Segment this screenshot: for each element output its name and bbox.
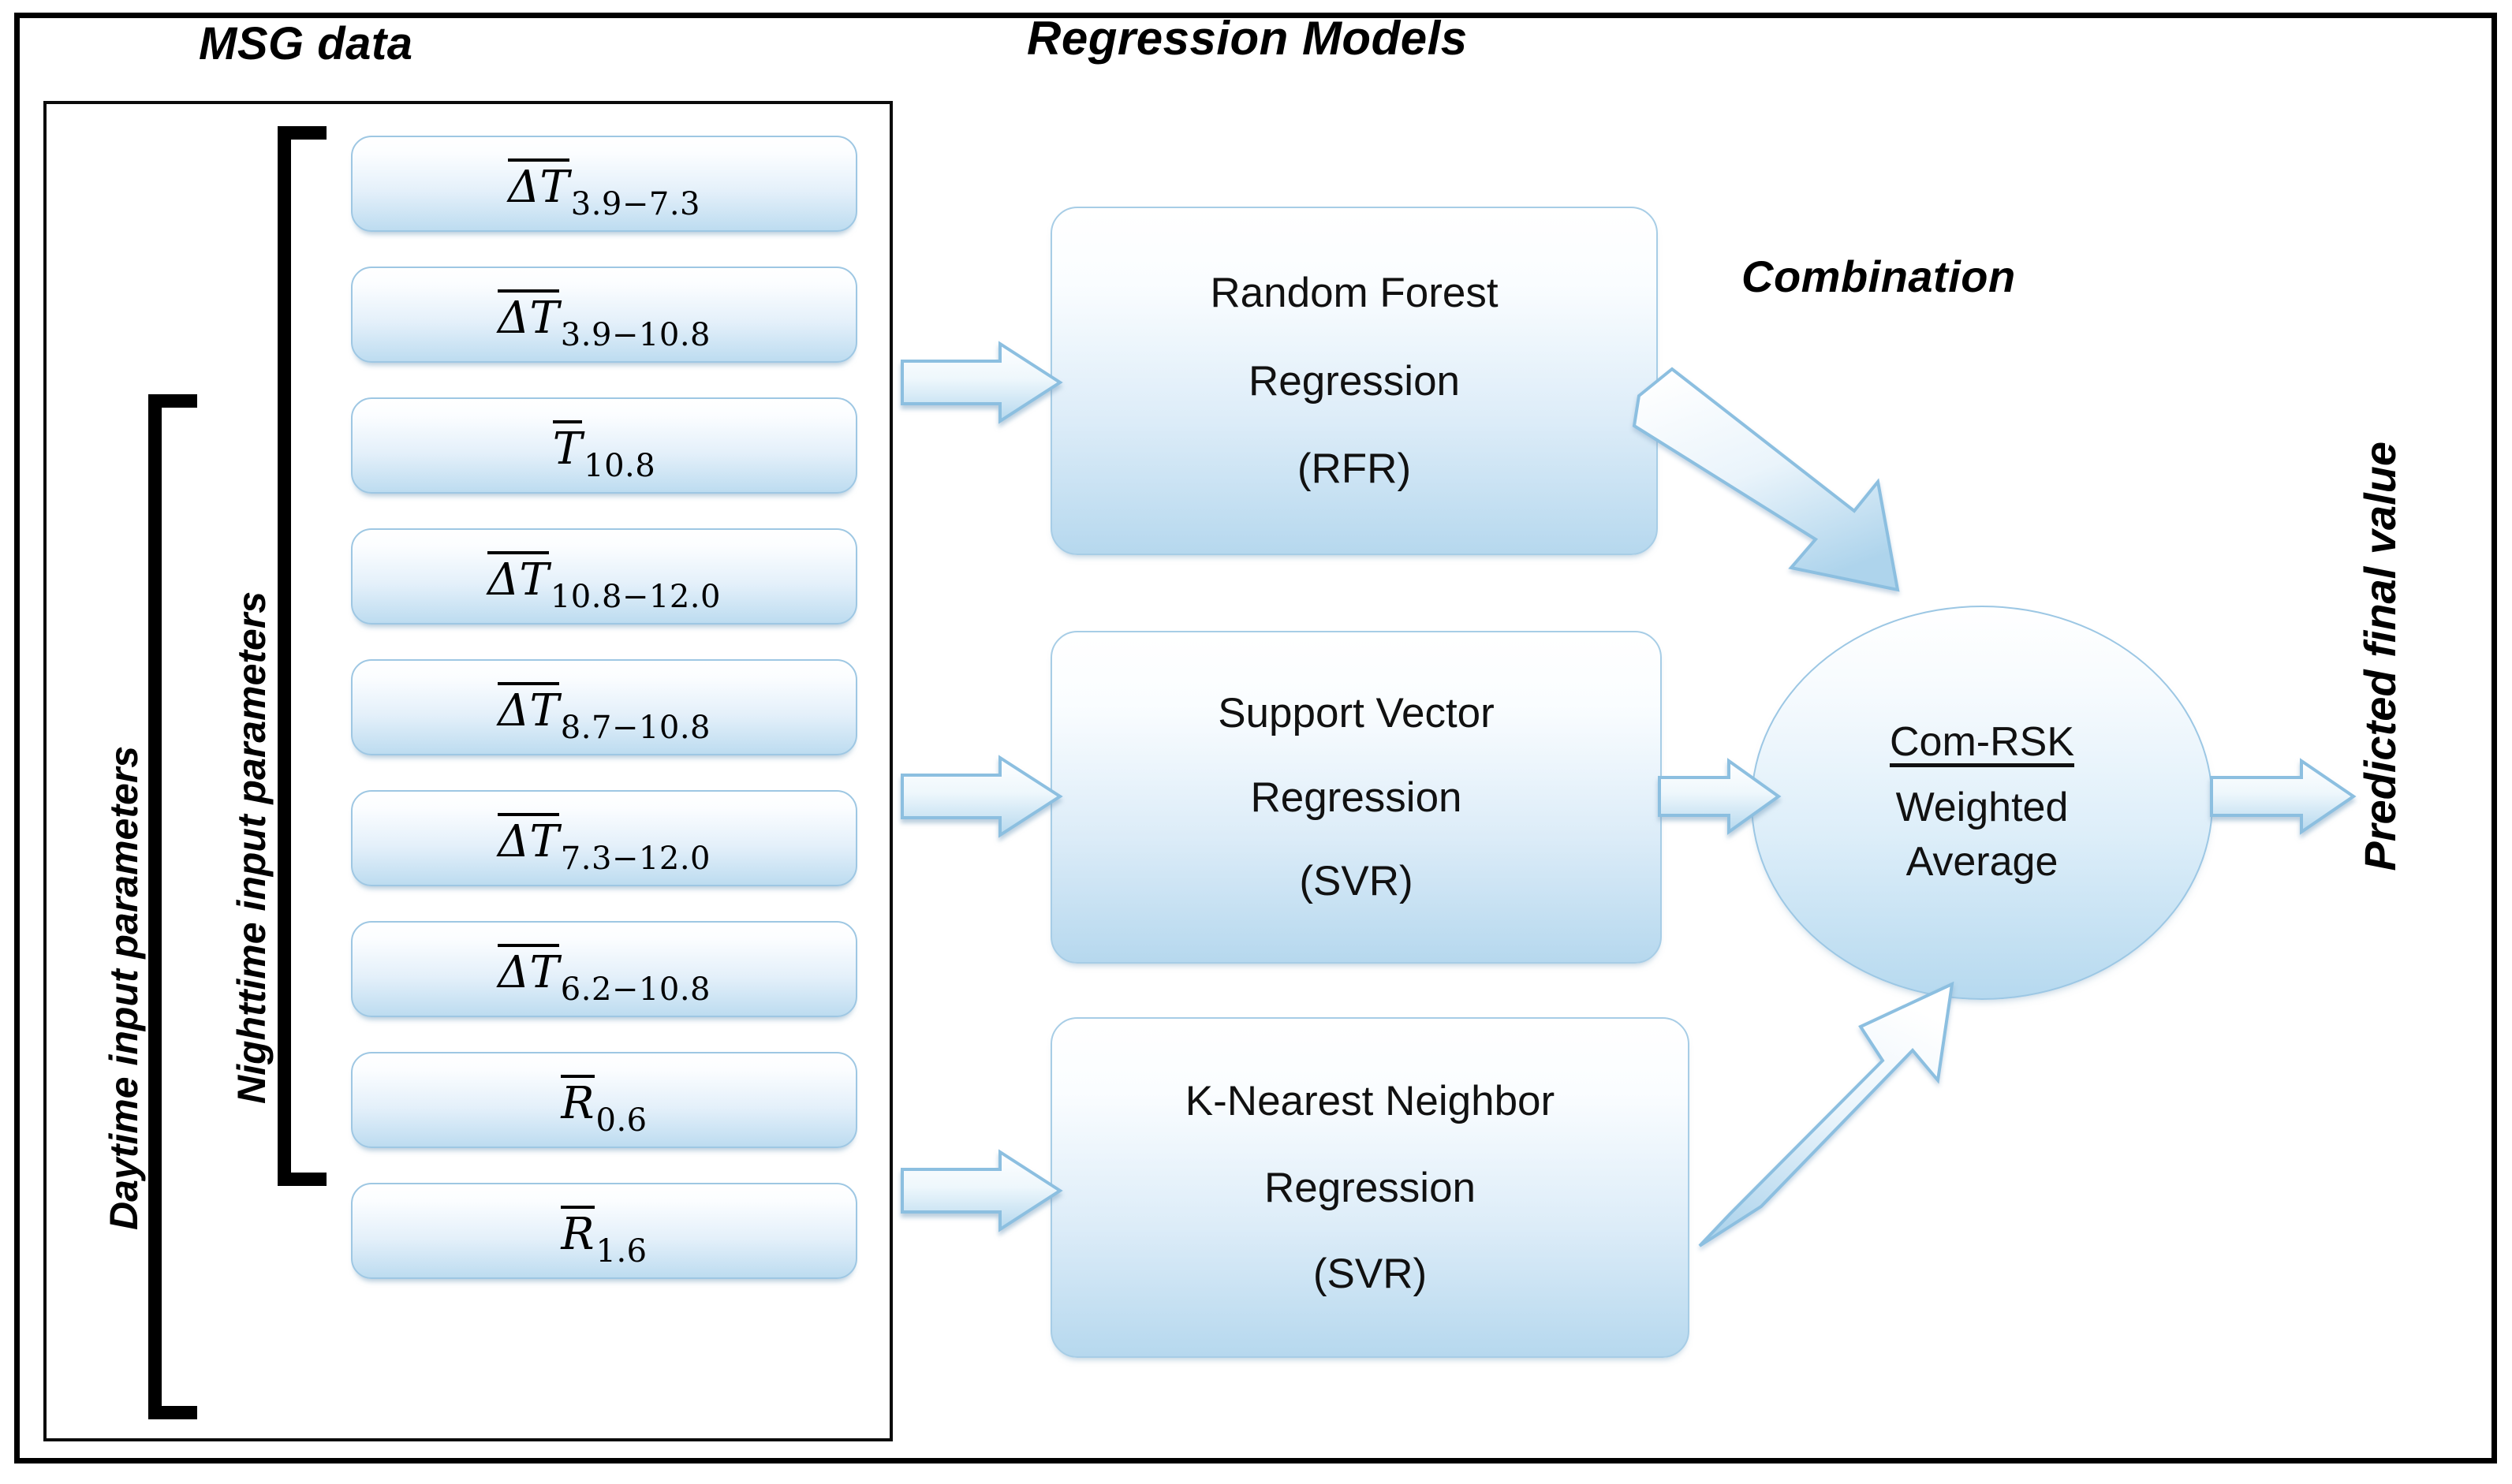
- formula-base: ΔT: [507, 158, 569, 210]
- page-title-msg-data: MSG data: [199, 18, 413, 69]
- model-box-support-vector-regression[interactable]: Support Vector Regression (SVR): [1051, 631, 1662, 964]
- formula-subscript: 0.6: [595, 1102, 648, 1139]
- model-line: K-Nearest Neighbor: [1185, 1078, 1555, 1125]
- formula-subscript: 10.8−12.0: [550, 578, 721, 615]
- arrow-combination-to-output: [2210, 758, 2357, 835]
- model-line: Regression: [1248, 357, 1461, 405]
- model-line: (RFR): [1297, 446, 1412, 493]
- combination-node-com-rsk[interactable]: Com-RSK Weighted Average: [1751, 606, 2213, 1000]
- outer-frame: [14, 13, 2497, 1463]
- formula-subscript: 6.2−10.8: [560, 971, 711, 1008]
- page-title-combination: Combination: [1741, 252, 2016, 301]
- model-box-random-forest-regression[interactable]: Random Forest Regression (RFR): [1051, 207, 1658, 555]
- formula-subscript: 3.9−10.8: [560, 316, 711, 353]
- formula-base: ΔT: [498, 681, 559, 733]
- formula-base: ΔT: [498, 289, 559, 341]
- bracket-daytime: [148, 394, 197, 1419]
- bracket-label-daytime: Daytime input parameters: [102, 745, 146, 1230]
- formula-base: ΔT: [498, 812, 559, 864]
- formula-subscript: 3.9−7.3: [570, 185, 701, 222]
- arrow-svr-to-combination: [1658, 758, 1782, 835]
- model-line: (SVR): [1312, 1250, 1428, 1297]
- model-line: Regression: [1250, 774, 1462, 821]
- combination-node-title: Com-RSK: [1889, 718, 2075, 765]
- arrow-knn-to-combination: [1698, 981, 1954, 1247]
- formula-subscript: 10.8: [584, 447, 656, 484]
- model-line: Random Forest: [1210, 269, 1499, 316]
- formula-subscript: 7.3−12.0: [560, 840, 711, 877]
- formula-subscript: 8.7−10.8: [560, 709, 711, 746]
- formula-base: ΔT: [498, 943, 559, 995]
- formula-base: ΔT: [487, 550, 549, 602]
- model-line: (SVR): [1299, 858, 1413, 905]
- arrow-inputs-to-rfr: [901, 341, 1063, 424]
- label-predicted-final-value: Predicted final value: [2355, 442, 2405, 871]
- arrow-inputs-to-svr: [901, 755, 1063, 838]
- page-title-regression-models: Regression Models: [1027, 12, 1468, 65]
- model-line: Support Vector: [1218, 689, 1495, 736]
- formula-subscript: 1.6: [595, 1232, 648, 1270]
- bracket-label-nighttime: Nighttime input parameters: [230, 591, 274, 1104]
- formula-base: R: [561, 1205, 595, 1257]
- arrow-inputs-to-knn: [901, 1149, 1063, 1232]
- model-box-k-nearest-neighbor-regression[interactable]: K-Nearest Neighbor Regression (SVR): [1051, 1017, 1689, 1358]
- formula-base: R: [561, 1074, 595, 1126]
- formula-base: T: [552, 419, 583, 472]
- combination-node-line: Weighted: [1895, 784, 2069, 830]
- combination-node-line: Average: [1905, 839, 2058, 885]
- arrow-rfr-to-combination: [1632, 367, 1900, 592]
- model-line: Regression: [1263, 1164, 1476, 1211]
- bracket-nighttime: [278, 126, 327, 1186]
